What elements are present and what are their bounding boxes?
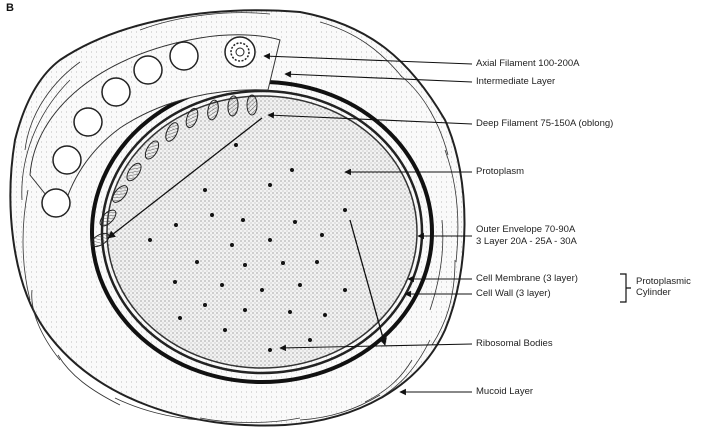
panel-letter: B	[6, 2, 14, 14]
label-axial-filament: Axial Filament 100-200A	[476, 58, 580, 69]
label-cell-membrane: Cell Membrane (3 layer)	[476, 273, 578, 284]
protoplasmic-cylinder-bracket	[620, 274, 631, 302]
protoplasm-region	[107, 96, 417, 368]
label-mucoid-layer: Mucoid Layer	[476, 386, 533, 397]
label-ribosomal-bodies: Ribosomal Bodies	[476, 338, 553, 349]
label-intermediate-layer: Intermediate Layer	[476, 76, 555, 87]
label-outer-envelope: Outer Envelope 70-90A	[476, 224, 575, 235]
label-protoplasm: Protoplasm	[476, 166, 524, 177]
label-cell-wall: Cell Wall (3 layer)	[476, 288, 551, 299]
label-outer-envelope-layers: 3 Layer 20A - 25A - 30A	[476, 236, 577, 247]
label-protoplasmic: Protoplasmic	[636, 276, 691, 287]
axial-filament-highlight	[225, 37, 255, 67]
label-cylinder: Cylinder	[636, 287, 671, 298]
label-deep-filament: Deep Filament 75-150A (oblong)	[476, 118, 613, 129]
